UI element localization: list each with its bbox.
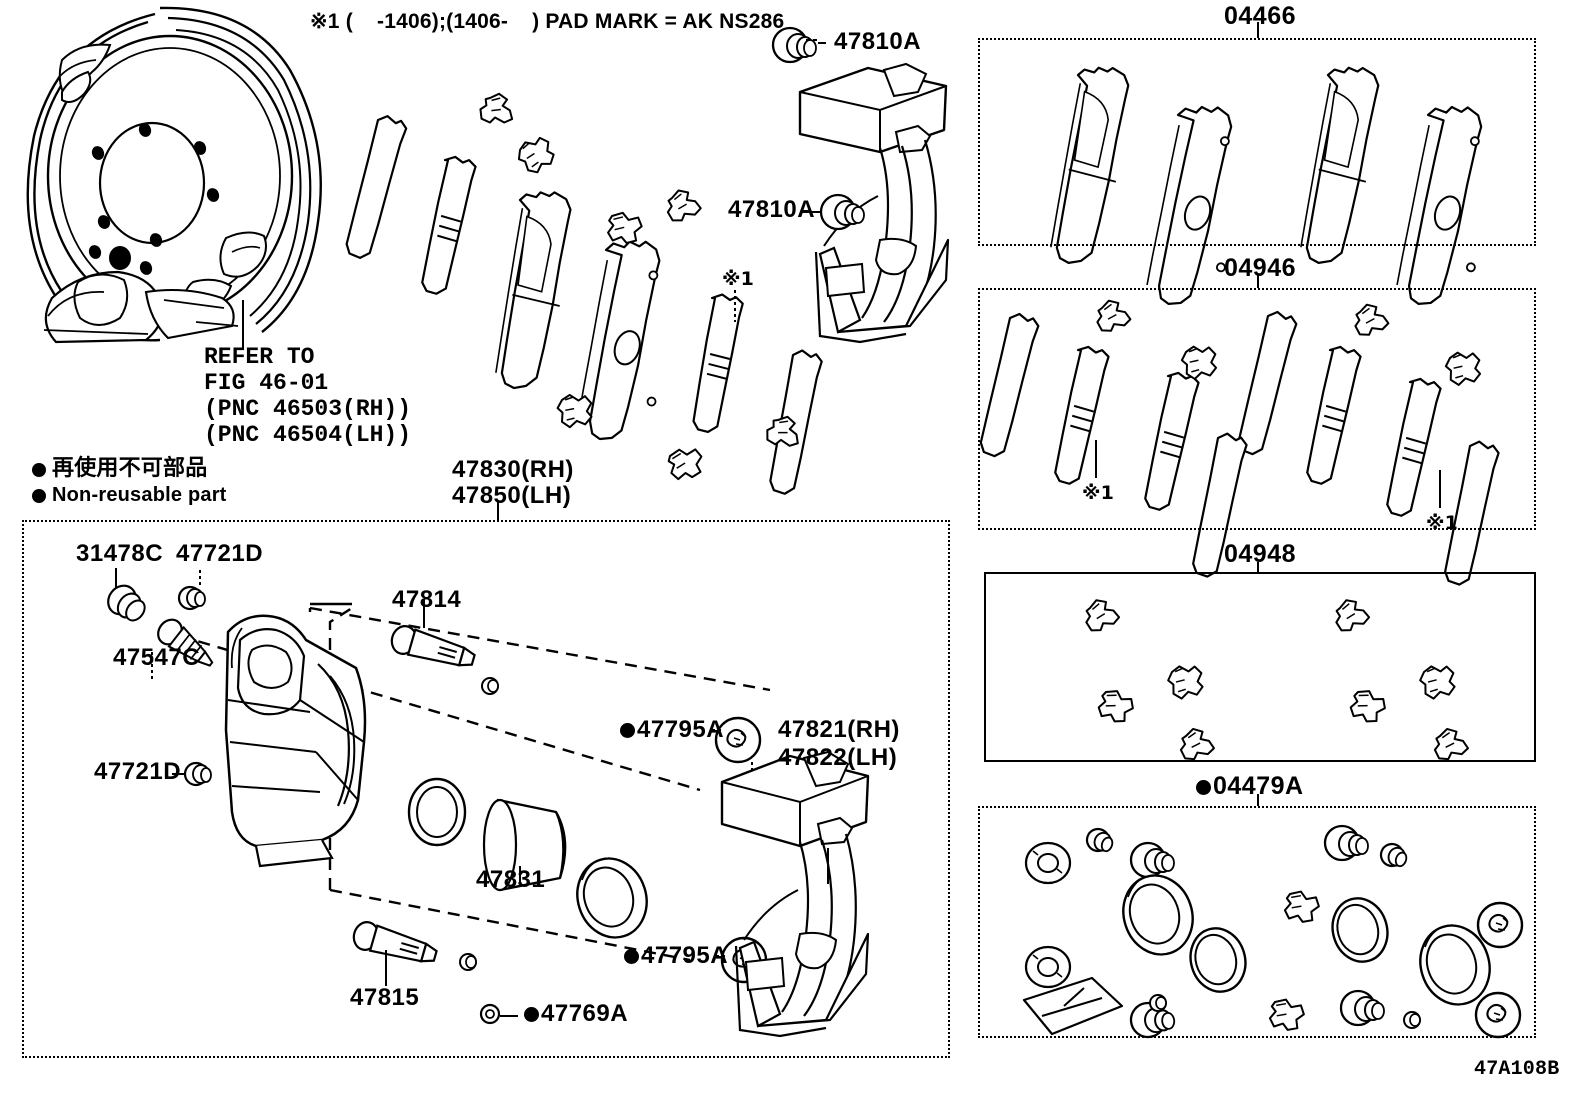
piston-drawing — [407, 777, 567, 892]
label-47795A-upper-text: 47795A — [637, 716, 725, 743]
kit-panel-04948 — [984, 572, 1536, 762]
non-reusable-dot-04479A — [1196, 780, 1211, 795]
refer-to-line1: REFER TO — [204, 344, 315, 370]
star-mark-pad: ※1 — [722, 268, 755, 290]
label-47850-lh: 47850(LH) — [452, 482, 572, 509]
non-reusable-dot-47795A-upper — [620, 723, 635, 738]
non-reusable-dot-47769A — [524, 1007, 539, 1022]
refer-to-line4: (PNC 46504(LH)) — [204, 422, 412, 448]
label-47822-lh: 47822(LH) — [778, 744, 898, 771]
figure-code: 47A108B — [1474, 1058, 1560, 1081]
label-31478C: 31478C — [76, 540, 164, 567]
kit-label-04946: 04946 — [1224, 254, 1297, 282]
kit-panel-04479A — [978, 806, 1536, 1038]
label-47795A-lower-text: 47795A — [641, 942, 729, 969]
kit-label-04479A-text: 04479A — [1213, 772, 1304, 800]
kit-04946-contents — [978, 296, 1501, 588]
non-reusable-dot-47795A-lower — [624, 949, 639, 964]
plug-bottom-drawing — [819, 193, 866, 231]
caliper-assembly-panel — [22, 520, 950, 1058]
label-47821-rh: 47821(RH) — [778, 716, 900, 743]
legend-english-row: Non-reusable part — [32, 484, 227, 508]
kit-label-04948: 04948 — [1224, 540, 1297, 568]
legend-english-text: Non-reusable part — [52, 484, 227, 506]
label-47795A-lower: 47795A — [624, 942, 728, 970]
label-47547C: 47547C — [113, 644, 201, 671]
caliper-bracket-top-drawing — [798, 62, 950, 344]
label-47769A: 47769A — [524, 1000, 628, 1028]
label-47831: 47831 — [476, 866, 546, 893]
label-47721D-upper: 47721D — [176, 540, 264, 567]
label-47721D-lower: 47721D — [94, 758, 182, 785]
kit-label-04466: 04466 — [1224, 2, 1297, 30]
kit-04479A-contents — [1022, 824, 1524, 1040]
label-47814: 47814 — [392, 586, 462, 613]
refer-to-line3: (PNC 46503(RH)) — [204, 396, 412, 422]
legend-japanese-text: 再使用不可部品 — [52, 456, 208, 481]
backing-plate-drawing — [26, 6, 322, 348]
label-47810A-top: 47810A — [834, 28, 922, 55]
non-reusable-dot-jp — [32, 463, 46, 477]
kit-label-04479A: 04479A — [1196, 772, 1304, 802]
label-47830-rh: 47830(RH) — [452, 456, 574, 483]
non-reusable-dot-en — [32, 489, 46, 503]
kit-panel-04946 — [978, 288, 1536, 530]
kit-panel-04466 — [978, 38, 1536, 246]
star-mark-pad-right: ※1 — [1426, 512, 1459, 534]
refer-to-line2: FIG 46-01 — [204, 370, 329, 396]
legend-japanese-row: 再使用不可部品 — [32, 456, 207, 482]
label-47795A-upper: 47795A — [620, 716, 724, 744]
caliper-mounting-bracket-drawing — [720, 750, 870, 1038]
label-47815: 47815 — [350, 984, 420, 1011]
label-47810A-bottom: 47810A — [728, 196, 816, 223]
exploded-pads-group — [344, 89, 824, 497]
star-mark-pad-left: ※1 — [1082, 482, 1115, 504]
label-47769A-text: 47769A — [541, 1000, 629, 1027]
caliper-assembly-drawing — [107, 568, 870, 1038]
pad-mark-note: ※1 ( -1406);(1406- ) PAD MARK = AK NS286 — [310, 10, 785, 33]
